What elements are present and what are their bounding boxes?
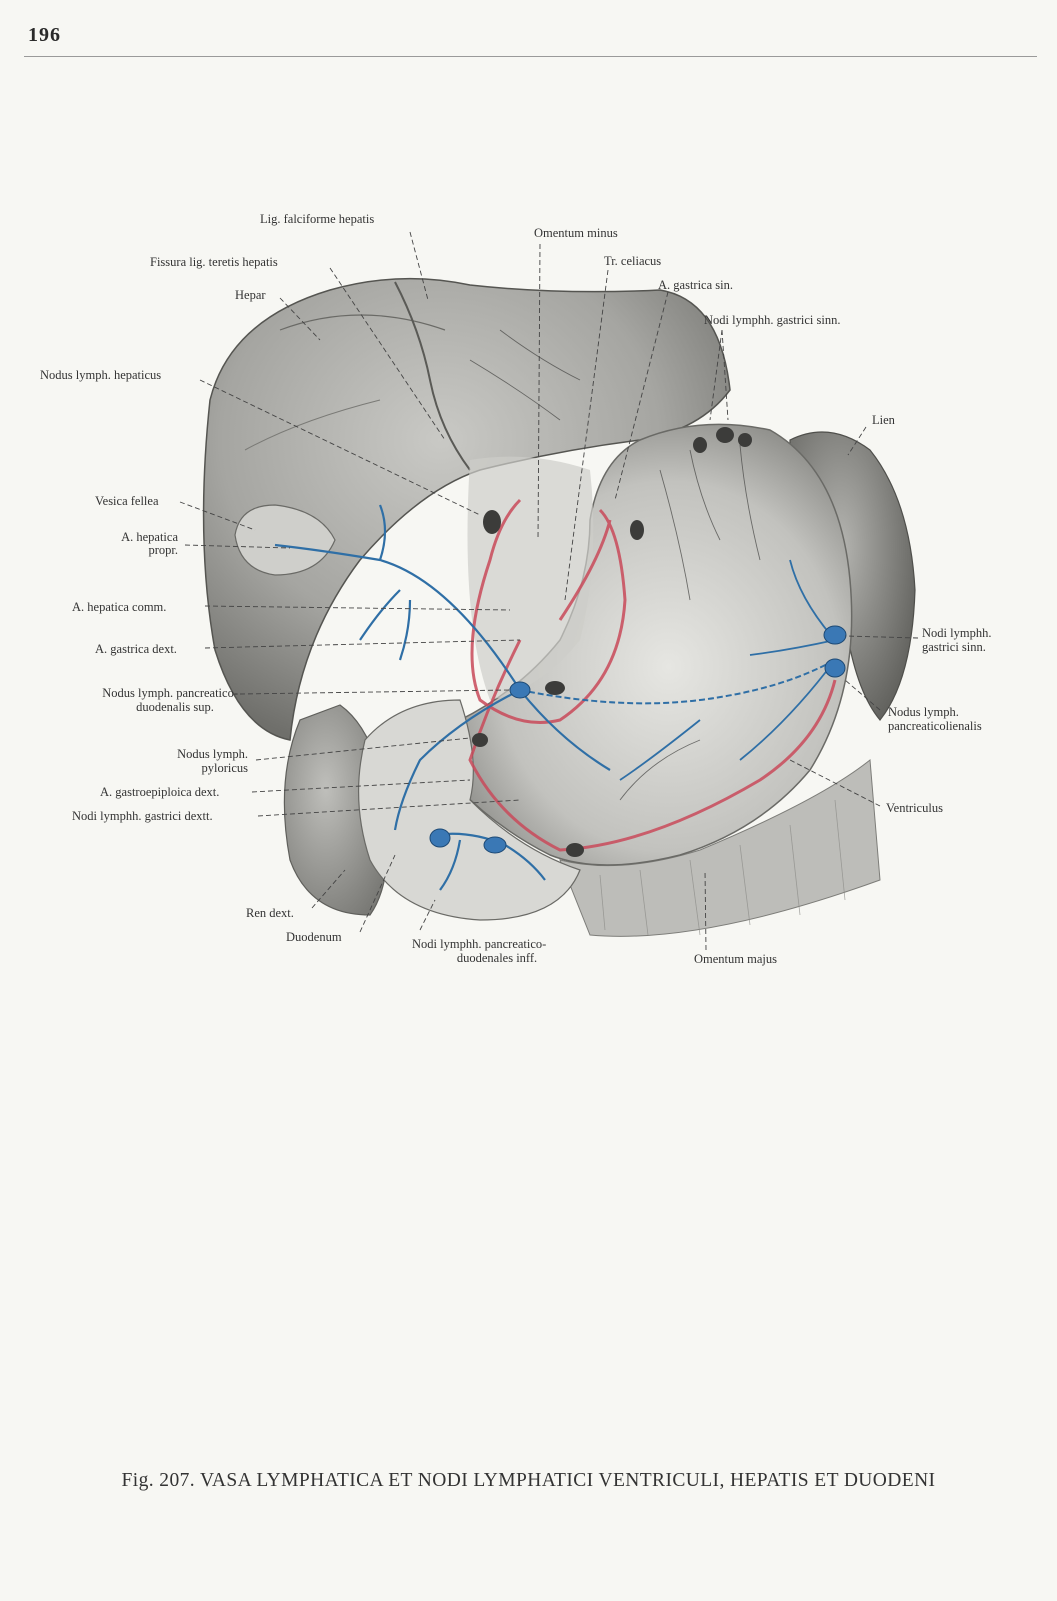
label-duodenum: Duodenum	[286, 930, 342, 944]
gallbladder-shape	[234, 504, 336, 576]
label-nodus-pancreaticolienalis-2: pancreaticolienalis	[888, 719, 982, 733]
page-number: 196	[28, 24, 61, 46]
label-a-hepatica-propr-2: propr.	[148, 543, 178, 557]
label-nodi-gastrici-sinn-top: Nodi lymphh. gastrici sinn.	[704, 313, 841, 327]
label-omentum-majus: Omentum majus	[694, 952, 777, 966]
label-nodi-gastrici-sinn-right-2: gastrici sinn.	[922, 640, 986, 654]
label-a-gastroepiploica: A. gastroepiploica dext.	[100, 785, 220, 799]
liver-shape	[202, 277, 731, 741]
figure-caption: Fig. 207. VASA LYMPHATICA ET NODI LYMPHA…	[121, 1470, 936, 1491]
label-omentum-minus: Omentum minus	[534, 226, 618, 240]
label-a-gastrica-dext: A. gastrica dext.	[95, 642, 177, 656]
label-nodi-pancreatico-inff-1: Nodi lymphh. pancreatico-	[412, 937, 547, 951]
label-a-hepatica-comm: A. hepatica comm.	[72, 600, 167, 614]
label-ren-dext: Ren dext.	[246, 906, 294, 920]
label-nodus-pyloricus-1: Nodus lymph.	[177, 747, 248, 761]
label-nodus-pancreatico-1: Nodus lymph. pancreatico-	[102, 686, 238, 700]
label-nodi-gastrici-sinn-right-1: Nodi lymphh.	[922, 626, 992, 640]
label-a-hepatica-propr-1: A. hepatica	[121, 530, 178, 544]
label-nodus-pancreatico-2: duodenalis sup.	[136, 700, 214, 714]
label-nodi-pancreatico-inff-2: duodenales inff.	[456, 951, 538, 965]
label-nodus-hepaticus: Nodus lymph. hepaticus	[40, 368, 162, 382]
label-lig-falciforme: Lig. falciforme hepatis	[260, 212, 375, 226]
label-vesica-fellea: Vesica fellea	[95, 494, 159, 508]
label-lien: Lien	[872, 413, 895, 427]
label-hepar: Hepar	[235, 288, 266, 302]
label-nodi-gastrici-dextt: Nodi lymphh. gastrici dextt.	[72, 809, 213, 823]
duodenum-shape	[357, 699, 581, 921]
label-fissura: Fissura lig. teretis hepatis	[150, 255, 278, 269]
label-a-gastrica-sin: A. gastrica sin.	[658, 278, 733, 292]
label-nodus-pancreaticolienalis-1: Nodus lymph.	[888, 705, 959, 719]
label-ventriculus: Ventriculus	[886, 801, 943, 815]
label-tr-celiacus: Tr. celiacus	[604, 254, 662, 268]
label-nodus-pyloricus-2: pyloricus	[201, 761, 248, 775]
header-rule	[24, 56, 1037, 57]
